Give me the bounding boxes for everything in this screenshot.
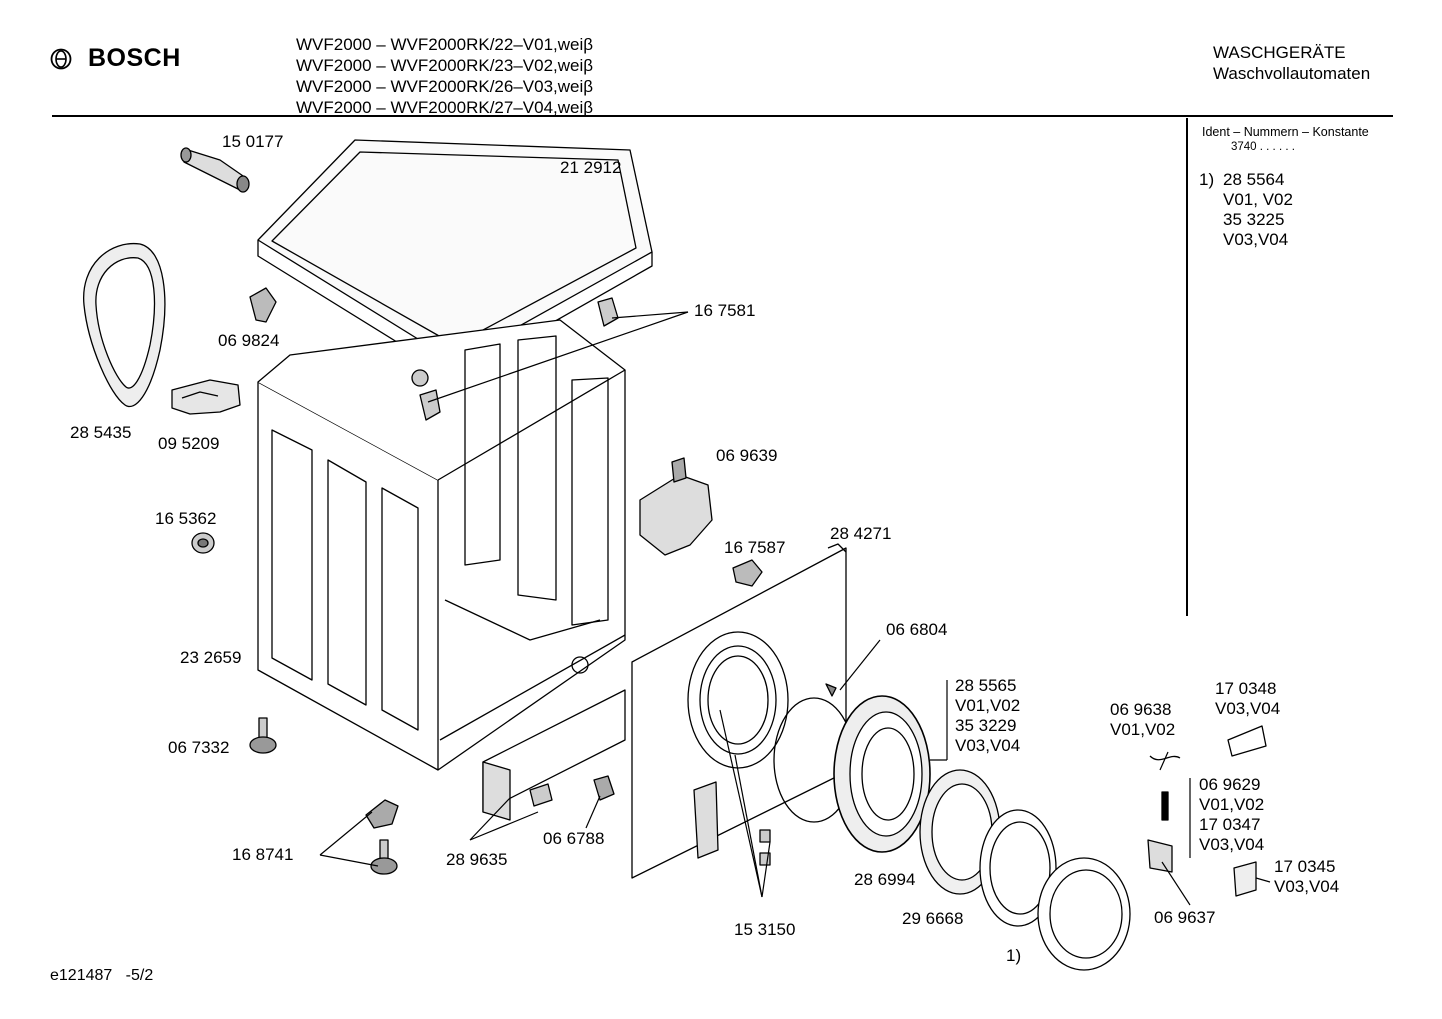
part-label: 06 9629 [1199,775,1261,794]
variant-note: 1) 28 5564 V01, V02 35 3225 V03,V04 [1199,170,1293,250]
door-outer-ring-part [1037,857,1131,971]
part-label: 16 7581 [694,301,756,320]
part-label: 06 9638 [1110,700,1172,719]
part-label: 06 6788 [543,829,605,848]
part-label: V03,V04 [955,736,1021,755]
part-label: 23 2659 [180,648,242,667]
part-label: 17 0345 [1274,857,1336,876]
note-line: 28 5564 [1223,170,1285,189]
bosch-logo: BOSCH [50,44,181,73]
note-line: V01, V02 [1223,190,1293,209]
part-label: 29 6668 [902,909,964,928]
part-label: 28 4271 [830,524,892,543]
hinge-part-170348 [1227,725,1267,757]
part-label: 09 5209 [158,434,220,453]
part-label: 35 3229 [955,716,1017,735]
part-label: V03,V04 [1274,877,1340,896]
part-label: 06 9637 [1154,908,1216,927]
part-label: 1) [1006,946,1022,965]
clip-part-069824 [249,287,277,323]
foot-part-067332 [249,717,277,754]
part-label: 06 7332 [168,738,230,757]
model-line: WVF2000 – WVF2000RK/27–V04,weiβ [296,98,594,117]
category-subtitle: Waschvollautomaten [1213,64,1371,83]
part-label: 17 0348 [1215,679,1277,698]
brand-name: BOSCH [88,44,181,72]
category-block: WASCHGERÄTE Waschvollautomaten [1213,42,1370,84]
door-lock-part [639,457,713,556]
foot-part-168741 [365,799,399,875]
grommet-part [191,532,215,554]
category-title: WASCHGERÄTE [1213,43,1346,62]
bracket-part-170345 [1233,861,1257,897]
part-label: 06 6804 [886,620,948,639]
part-label: V01,V02 [1199,795,1265,814]
part-label: 21 2912 [560,158,622,177]
model-line: WVF2000 – WVF2000RK/22–V01,weiβ [296,35,594,54]
part-label: V01,V02 [1110,720,1176,739]
part-label-group: 28 5565 V01,V02 35 3229 V03,V04 [955,676,1020,756]
part-label-group: 06 9629 V01,V02 17 0347 V03,V04 [1199,775,1264,855]
header-divider [52,115,1393,117]
part-label: 17 0347 [1199,815,1261,834]
cabinet-part [257,319,626,771]
footer: e121487 -5/2 [50,967,153,985]
part-label: 15 0177 [222,132,284,151]
part-label: 15 3150 [734,920,796,939]
gasket-loop-part [83,242,166,408]
model-line: WVF2000 – WVF2000RK/26–V03,weiβ [296,77,594,96]
drawing-code: e121487 [50,967,113,984]
part-label: 28 5435 [70,423,132,442]
model-list: WVF2000 – WVF2000RK/22–V01,weiβ WVF2000 … [296,34,593,118]
part-label-group: 17 0345 V03,V04 [1274,857,1339,897]
part-label: 16 8741 [232,845,294,864]
part-label-group: 06 9638 V01,V02 [1110,700,1175,740]
pin-part [1161,791,1169,821]
part-label-group: 17 0348 V03,V04 [1215,679,1280,719]
screw-part-066788 [593,775,615,801]
hose-connector-part [180,147,250,193]
sidebar-divider [1186,118,1188,616]
clip-part-167587 [732,559,763,587]
part-label: 28 5565 [955,676,1017,695]
part-label: 28 9635 [446,850,508,869]
handle-part-069637 [1147,839,1173,873]
part-label: V01,V02 [955,696,1021,715]
clip-part-167581 [419,297,619,421]
door-bezel-part [833,695,931,853]
part-label: V03,V04 [1199,835,1265,854]
page-number: -5/2 [125,967,154,984]
leader-lines [319,311,1271,906]
note-line: 35 3225 [1223,210,1285,229]
part-label: V03,V04 [1215,699,1281,718]
part-label: 28 6994 [854,870,916,889]
part-label: 06 9639 [716,446,778,465]
bosch-armature-icon [50,48,72,69]
model-line: WVF2000 – WVF2000RK/23–V02,weiβ [296,56,594,75]
holder-part-095209 [171,379,241,415]
kick-panel-part [482,689,626,821]
part-label: 06 9824 [218,331,280,350]
door-glass-part [979,809,1057,927]
note-index: 1) [1199,170,1215,189]
note-line: V03,V04 [1223,230,1289,249]
front-panel-part [631,543,847,879]
ident-title: Ident – Nummern – Konstante [1202,125,1369,139]
ident-code: 3740 . . . . . . [1231,141,1295,153]
part-label: 16 5362 [155,509,217,528]
part-label: 16 7587 [724,538,786,557]
